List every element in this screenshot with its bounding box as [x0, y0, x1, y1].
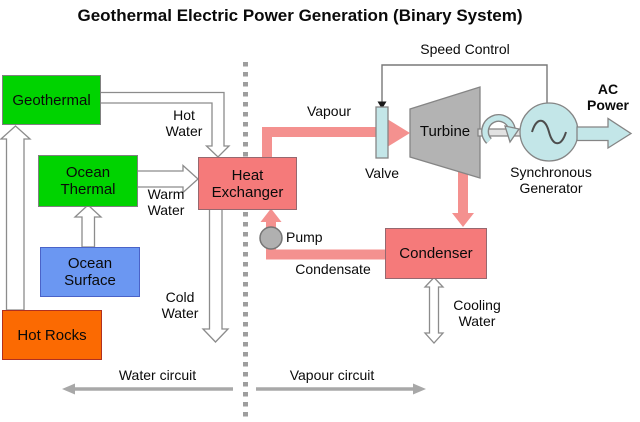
label-water-circuit: Water circuit: [118, 367, 197, 383]
warm-water-pipe: [136, 164, 199, 194]
label-turbine: Turbine: [419, 123, 471, 140]
diagram-title: Geothermal Electric Power Generation (Bi…: [77, 6, 523, 25]
rotation-arrow-band: [482, 115, 515, 143]
turbine-shape: [409, 86, 481, 179]
vapour-arrowhead: [388, 119, 410, 147]
cooling-water-pipe: [423, 276, 445, 344]
label-pump: Pump: [286, 229, 323, 245]
label-cold-water: Cold Water: [161, 289, 199, 321]
box-geothermal: Geothermal: [2, 75, 101, 125]
vapour-pipe: [262, 127, 387, 157]
vapour-circuit-arrowhead: [413, 383, 426, 395]
label-hot-water: Hot Water: [165, 107, 203, 139]
label-synchronous-generator: Synchronous Generator: [510, 164, 592, 196]
ac-power-arrow: [576, 117, 633, 150]
label-cooling-water: Cooling Water: [453, 297, 501, 329]
hot-water-pipe: [98, 91, 231, 158]
box-heat-exchanger: Heat Exchanger: [198, 157, 297, 210]
water-circuit-arrowhead: [62, 383, 75, 395]
label-warm-water: Warm Water: [147, 186, 185, 218]
label-condensate: Condensate: [295, 261, 371, 277]
hot-rocks-to-geothermal-pipe: [0, 125, 32, 311]
pump-circle: [259, 226, 283, 250]
label-ac-power: AC Power: [586, 81, 629, 113]
box-hot-rocks: Hot Rocks: [2, 310, 102, 360]
label-valve: Valve: [365, 165, 399, 181]
label-vapour-circuit: Vapour circuit: [289, 367, 375, 383]
cold-water-pipe: [201, 206, 230, 343]
box-ocean-thermal: Ocean Thermal: [38, 155, 138, 207]
turbine-to-condenser-arrowhead: [452, 213, 474, 227]
label-speed-control: Speed Control: [420, 41, 510, 57]
rotation-arrowhead: [504, 125, 521, 144]
sine-wave-icon: [531, 119, 567, 145]
box-ocean-surface: Ocean Surface: [40, 247, 140, 297]
condensate-arrowhead: [260, 208, 282, 222]
label-vapour: Vapour: [306, 103, 352, 119]
speed-control-arrowhead: [377, 101, 387, 109]
valve-shape: [375, 106, 389, 159]
box-condenser: Condenser: [385, 228, 487, 279]
ocean-surface-to-ocean-thermal-pipe: [73, 204, 103, 248]
speed-control-line: [381, 64, 548, 104]
